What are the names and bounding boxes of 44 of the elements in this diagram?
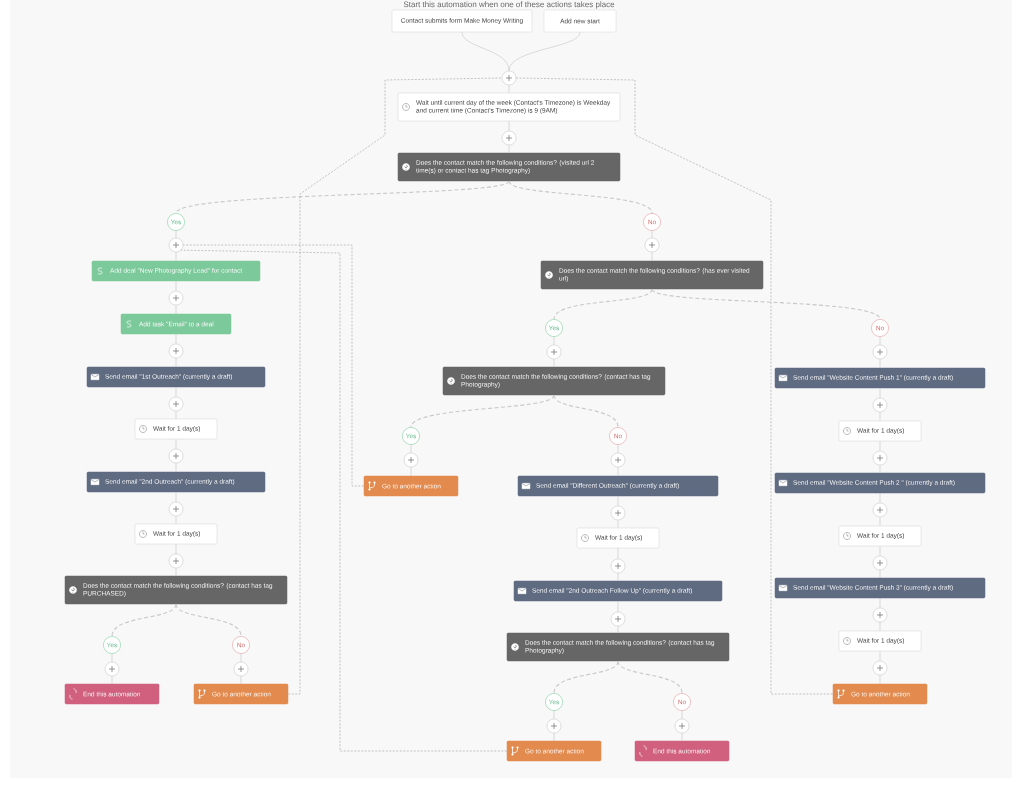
add-step-button xyxy=(872,450,888,466)
add-step-button xyxy=(872,344,888,360)
dashed-line xyxy=(553,394,619,428)
add-step-button xyxy=(872,555,888,571)
dashed-line xyxy=(288,77,502,695)
add-step-button xyxy=(546,718,562,734)
add-step-button xyxy=(168,290,184,306)
add-step-button xyxy=(610,558,626,574)
add-step-button xyxy=(501,130,517,146)
add-step-button xyxy=(644,237,660,253)
add-step-button xyxy=(872,660,888,676)
dashed-line xyxy=(410,394,555,428)
dashed-line xyxy=(553,288,653,320)
add-step-button xyxy=(872,502,888,518)
add-step-button xyxy=(168,448,184,464)
add-step-button xyxy=(168,237,184,253)
add-step-button xyxy=(610,611,626,627)
dashed-line xyxy=(183,244,364,487)
add-step-button xyxy=(168,396,184,412)
connector-line xyxy=(508,32,581,71)
dashed-line xyxy=(180,249,507,752)
dashed-line xyxy=(175,603,242,637)
connector-line xyxy=(461,32,510,71)
heading: Start this automation when one of these actions takes place xyxy=(403,1,615,9)
add-step-button xyxy=(233,661,249,677)
dashed-line xyxy=(617,660,683,694)
dashed-line xyxy=(508,180,653,214)
add-step-button xyxy=(610,452,626,468)
dashed-line xyxy=(553,660,619,694)
add-step-button xyxy=(104,661,120,677)
add-step-button xyxy=(674,718,690,734)
dashed-line xyxy=(651,288,881,320)
add-step-button xyxy=(403,452,419,468)
add-step-button xyxy=(168,553,184,569)
add-step-button xyxy=(168,343,184,359)
dashed-line xyxy=(175,180,510,214)
add-step-button xyxy=(872,607,888,623)
add-step-button xyxy=(546,344,562,360)
dashed-line xyxy=(516,77,833,695)
add-step-button xyxy=(168,501,184,517)
add-step-button xyxy=(872,397,888,413)
add-step-button xyxy=(610,505,626,521)
add-step-button xyxy=(501,70,517,86)
dashed-line xyxy=(111,603,177,637)
